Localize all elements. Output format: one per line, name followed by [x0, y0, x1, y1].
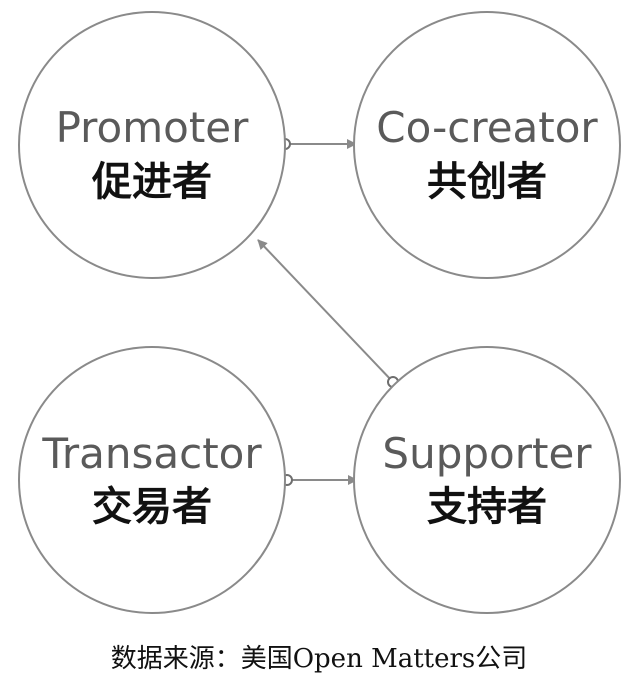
- promoter-zh-label: 促进者: [91, 159, 212, 205]
- supporter-zh-label: 支持者: [427, 484, 547, 530]
- co-creator-en-label: Co-creator: [376, 103, 598, 152]
- node-transactor: Transactor 交易者: [18, 346, 286, 614]
- transactor-circle: [18, 346, 286, 614]
- supporter-circle: [353, 346, 621, 614]
- co-creator-circle: [353, 11, 621, 279]
- node-promoter: Promoter 促进者: [18, 11, 286, 279]
- promoter-en-label: Promoter: [56, 103, 250, 152]
- transactor-en-label: Transactor: [41, 429, 262, 478]
- promoter-circle: [18, 11, 286, 279]
- supporter-en-label: Supporter: [382, 429, 592, 478]
- node-supporter: Supporter 支持者: [353, 346, 621, 614]
- co-creator-zh-label: 共创者: [427, 159, 547, 205]
- edge-supporter-to-promoter: [257, 239, 394, 383]
- transactor-zh-label: 交易者: [92, 484, 212, 530]
- source-caption: 数据来源：美国Open Matters公司: [111, 644, 528, 674]
- node-co-creator: Co-creator 共创者: [353, 11, 621, 279]
